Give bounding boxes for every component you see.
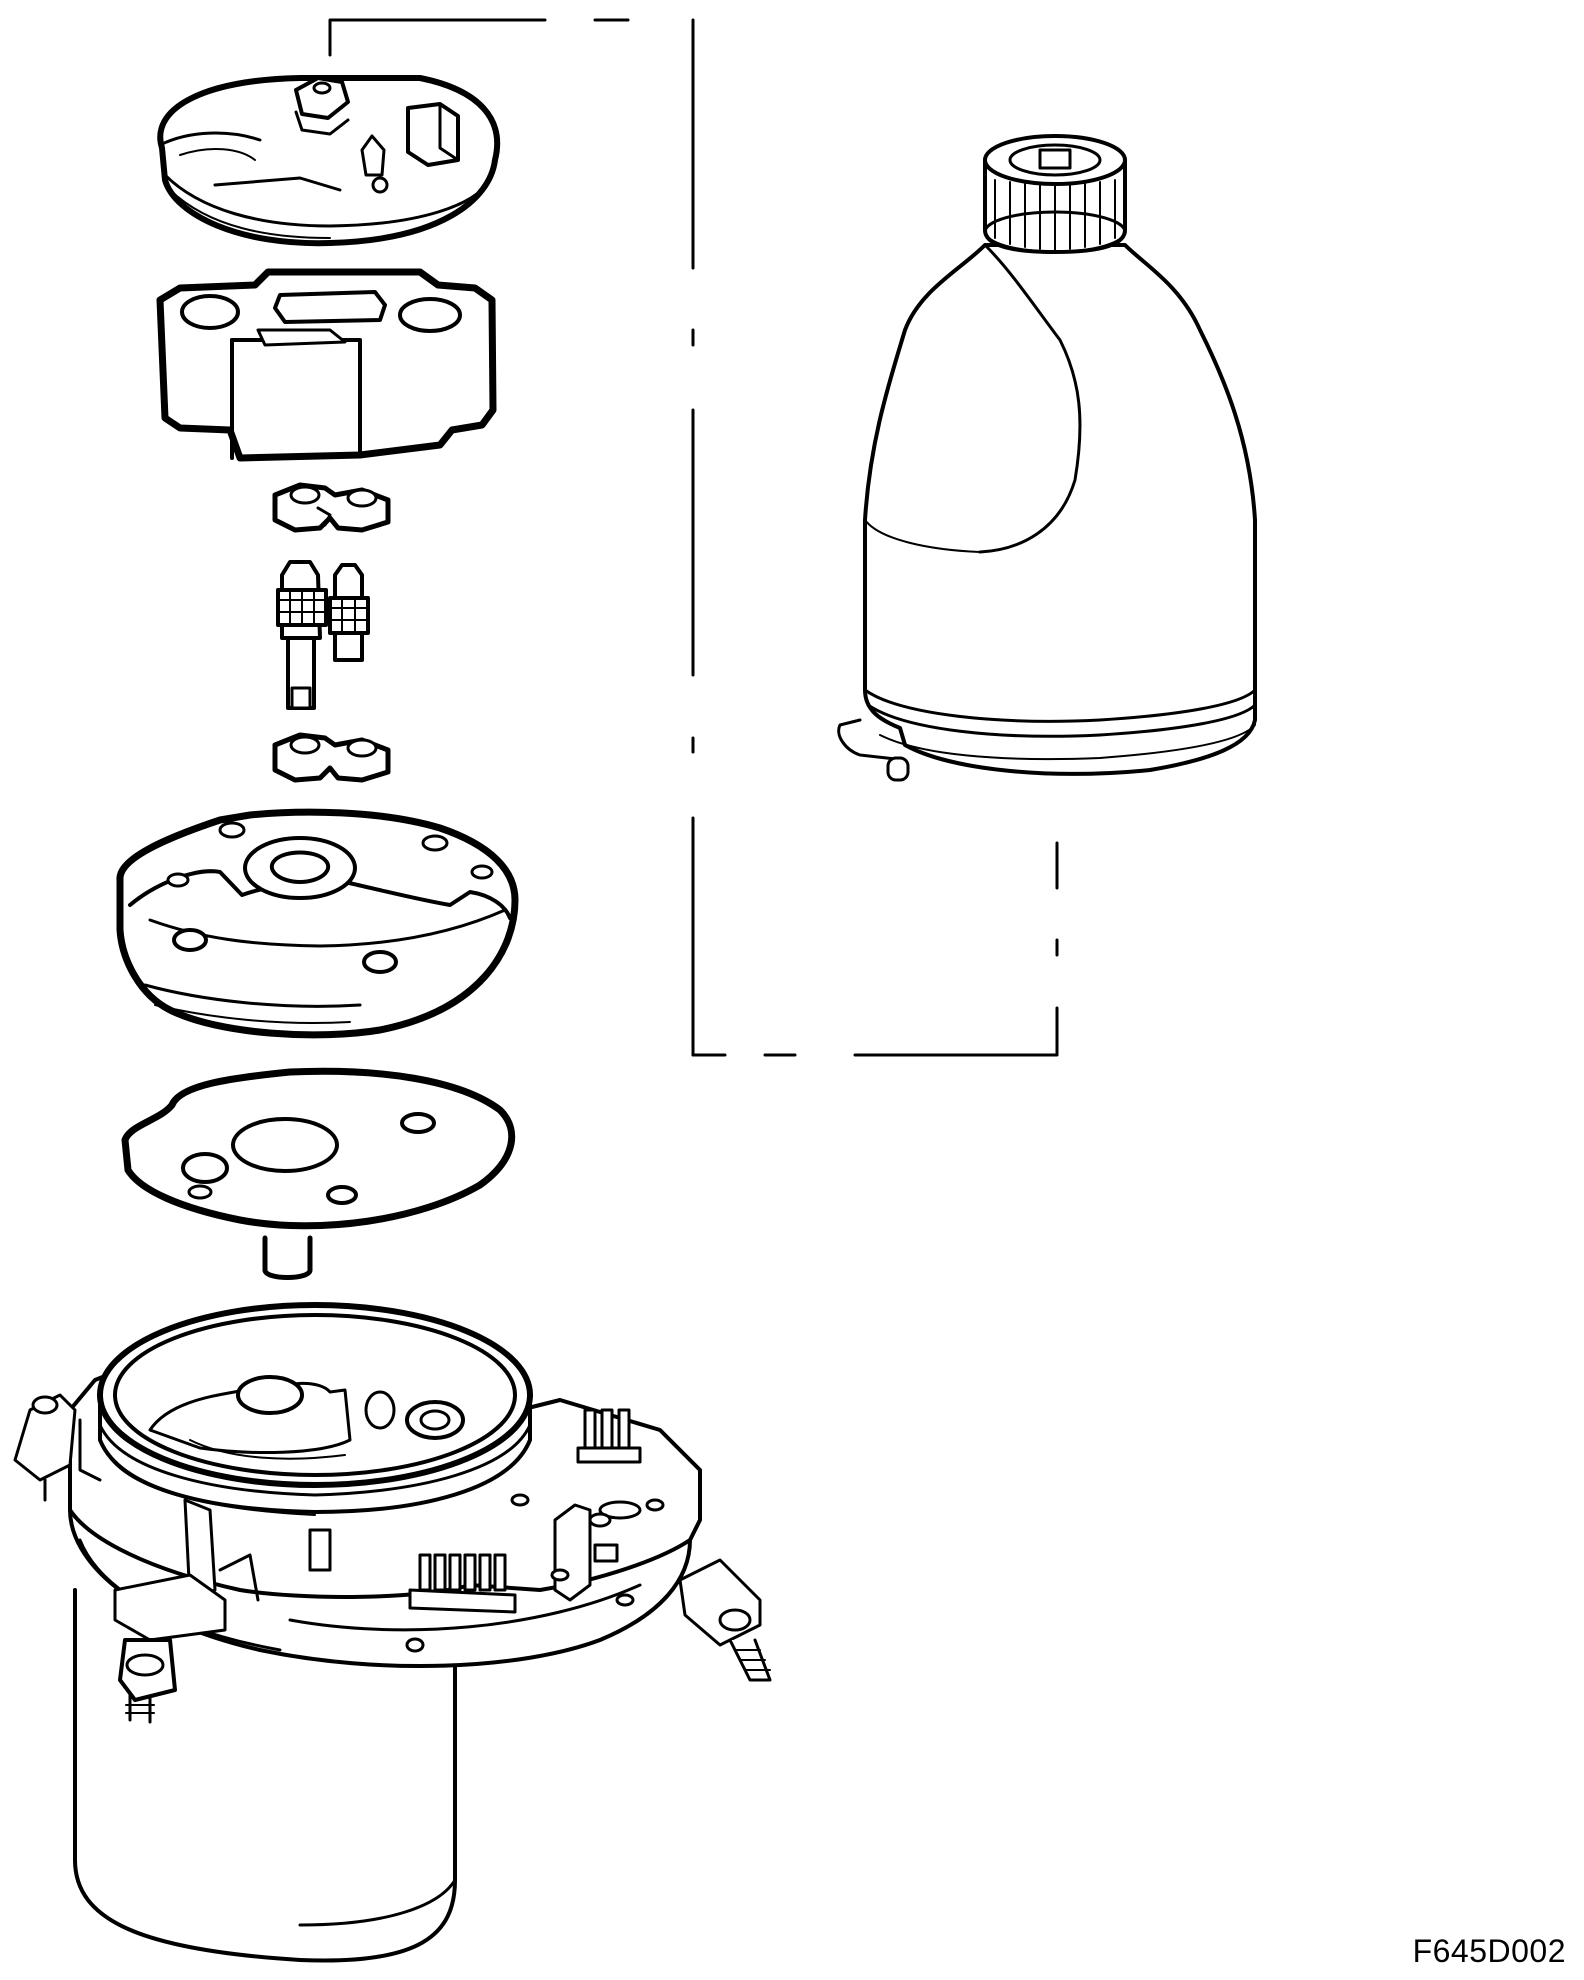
top-cover	[157, 75, 501, 247]
figure-code-label: F645D002	[1412, 1933, 1566, 1969]
connector-comb	[408, 1553, 517, 1614]
pump-body-block	[156, 268, 497, 462]
mounting-stud-right	[678, 1558, 772, 1682]
lower-bearing	[272, 732, 391, 783]
pump-housing-plate	[116, 808, 519, 1039]
gear-pair	[276, 560, 370, 710]
reservoir-motor-base	[13, 1302, 772, 1963]
gasket	[121, 1067, 516, 1280]
dashed-assembly-lines	[328, 18, 1059, 1057]
connector-pins-top	[576, 1408, 642, 1464]
fluid-bottle	[837, 134, 1257, 782]
mounting-bracket-left	[13, 1393, 77, 1502]
upper-bearing	[272, 482, 391, 533]
mounting-stud-left	[113, 1498, 227, 1724]
